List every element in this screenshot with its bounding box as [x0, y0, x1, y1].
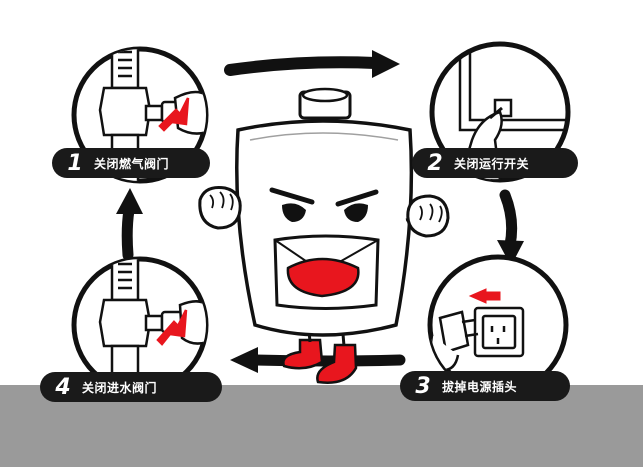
arrow-3-to-4-icon — [230, 347, 406, 373]
power-plug-icon — [427, 254, 569, 396]
step-4-number: 4 — [55, 374, 71, 400]
power-switch-icon — [429, 41, 571, 183]
step-1-number: 1 — [67, 150, 83, 176]
step-3-number: 3 — [415, 373, 431, 399]
step-1-label: 1 关闭燃气阀门 — [52, 148, 210, 178]
arrow-2-to-3-icon — [497, 189, 524, 266]
step-3-label: 3 拔掉电源插头 — [400, 371, 570, 401]
step-1-text: 关闭燃气阀门 — [94, 156, 170, 171]
arrow-4-to-1-icon — [116, 188, 143, 261]
arrow-1-to-2-icon — [224, 50, 400, 78]
step-3-text: 拔掉电源插头 — [442, 379, 518, 394]
water-heater-mascot-icon — [198, 87, 450, 384]
step-4-text: 关闭进水阀门 — [82, 380, 158, 395]
step-4-label: 4 关闭进水阀门 — [40, 372, 222, 402]
step-2-label: 2 关闭运行开关 — [412, 148, 578, 178]
step-2-number: 2 — [427, 150, 443, 176]
step-2-text: 关闭运行开关 — [454, 156, 530, 171]
